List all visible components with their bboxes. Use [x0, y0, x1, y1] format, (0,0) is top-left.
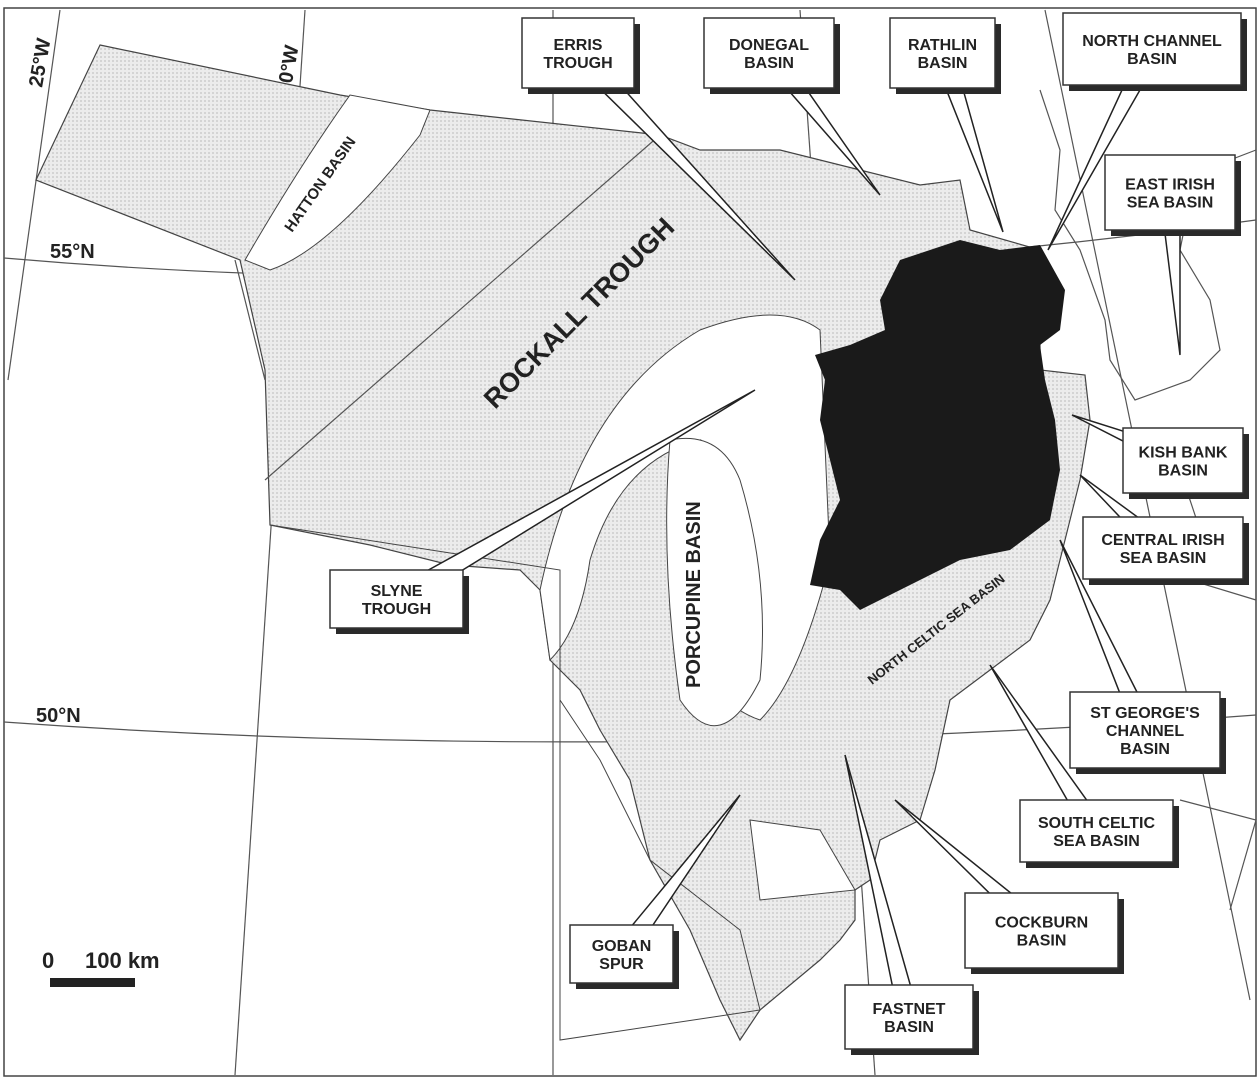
callout-text: NORTH CHANNEL: [1082, 33, 1222, 50]
callout-text: TROUGH: [362, 601, 431, 618]
scale-bar: [50, 978, 135, 987]
callout-box: [1069, 691, 1221, 769]
callout-box: [521, 17, 635, 89]
callout-text: SEA BASIN: [1053, 833, 1140, 850]
callout-text: KISH BANK: [1139, 445, 1228, 462]
callout-text: SOUTH CELTIC: [1038, 815, 1155, 832]
callout-box: [844, 984, 974, 1050]
callout-box: [703, 17, 835, 89]
callout-text: BASIN: [1127, 51, 1177, 68]
callout-box: [1122, 427, 1244, 494]
callout-box: [964, 892, 1119, 969]
callout-text: FASTNET: [873, 1001, 946, 1018]
scale-distance: 100 km: [85, 948, 160, 973]
callout-text: DONEGAL: [729, 37, 809, 54]
callout-text: TROUGH: [543, 55, 612, 72]
callout-text: BASIN: [744, 55, 794, 72]
callout-text: RATHLIN: [908, 37, 977, 54]
sedimentary-basins: [35, 44, 1091, 1042]
callout-text: SEA BASIN: [1127, 195, 1214, 212]
callout-text: BASIN: [1120, 741, 1170, 758]
callout-text: GOBAN: [592, 938, 652, 955]
callout-box: [1104, 154, 1236, 231]
callout-text: SLYNE: [371, 583, 423, 600]
callout-text: BASIN: [1017, 933, 1067, 950]
callout-text: COCKBURN: [995, 915, 1088, 932]
callout-text: BASIN: [884, 1019, 934, 1036]
lat-55n-label: 55°N: [50, 241, 95, 263]
callout-box: [329, 569, 464, 629]
callout-box: [889, 17, 996, 89]
callout-text: SPUR: [599, 956, 644, 973]
porcupine-basin-label: PORCUPINE BASIN: [683, 501, 705, 688]
callout-box: [569, 924, 674, 984]
callout-text: CENTRAL IRISH: [1101, 532, 1224, 549]
callout-box: [1062, 12, 1242, 86]
ireland-landmass: [810, 240, 1065, 610]
callout-text: CHANNEL: [1106, 723, 1184, 740]
callout-box: [1082, 516, 1244, 580]
callout-text: EAST IRISH: [1125, 177, 1215, 194]
callout-text: ST GEORGE'S: [1090, 705, 1200, 722]
callout-text: ERRIS: [554, 37, 603, 54]
callout-text: BASIN: [918, 55, 968, 72]
callout-text: BASIN: [1158, 463, 1208, 480]
callout-text: SEA BASIN: [1120, 550, 1207, 567]
callout-box: [1019, 799, 1174, 863]
scale-zero: 0: [42, 948, 54, 973]
lat-50n-label: 50°N: [36, 705, 81, 727]
